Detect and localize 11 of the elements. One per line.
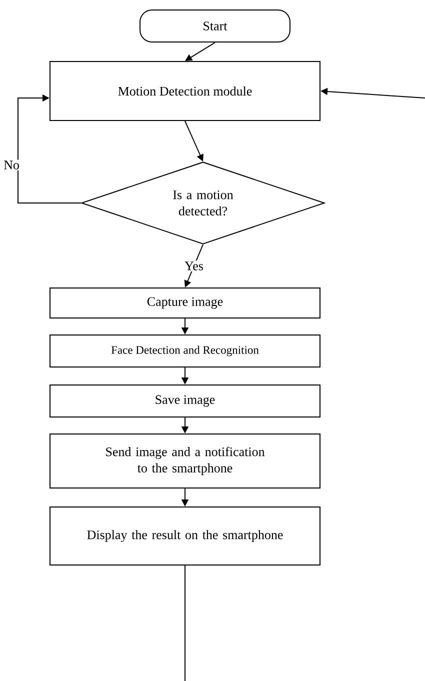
process-box: Display the result on the smartphone (50, 506, 320, 566)
process-box: Motion Detection module (50, 61, 320, 121)
process-box: Face Detection and Recognition (50, 334, 320, 368)
process-box: Capture image (50, 288, 320, 318)
process-box: Save image (50, 384, 320, 418)
edge-label: Yes (184, 260, 204, 272)
start-terminal: Start (140, 10, 290, 42)
arrow (18, 94, 82, 204)
edge-label: No (2, 160, 20, 170)
process-box: Send image and a notification to the smartphone (50, 434, 320, 488)
arrow (185, 42, 216, 61)
